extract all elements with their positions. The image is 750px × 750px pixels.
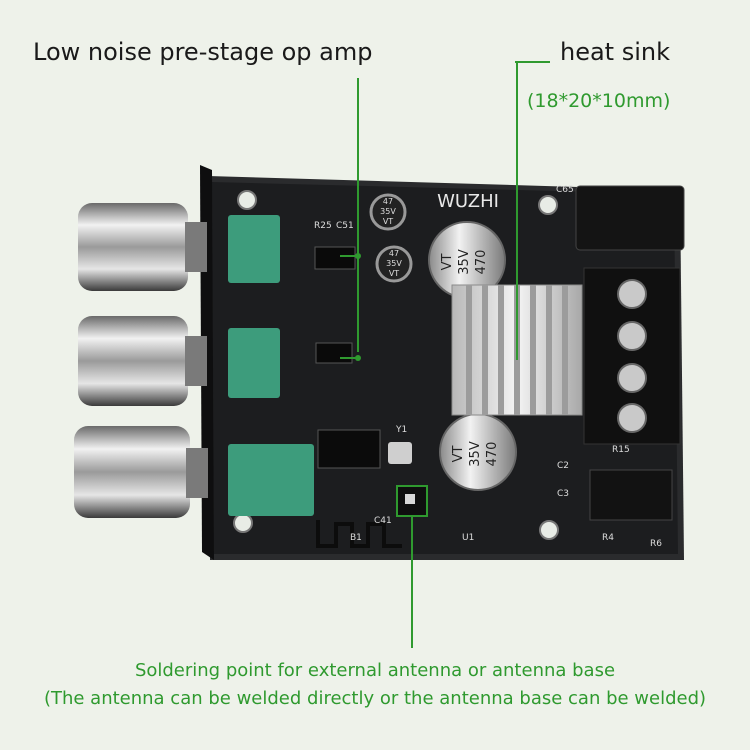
- ref-label: U1: [462, 533, 474, 543]
- svg-text:35V: 35V: [457, 249, 472, 275]
- volume-knob: [78, 203, 207, 291]
- solder-point-annotation: Soldering point for external antenna or …: [134, 660, 616, 681]
- ref-label: C51: [336, 221, 354, 231]
- annotation-leader-lines: [340, 61, 550, 648]
- op-amp-chip: [315, 342, 353, 364]
- ref-label: C41: [374, 516, 392, 526]
- brand-logo: WUZHI: [437, 191, 499, 212]
- solder-point-note: (The antenna can be welded directly or t…: [43, 688, 707, 709]
- heat-sink-annotation: heat sink: [560, 38, 671, 66]
- svg-text:VT: VT: [451, 446, 466, 463]
- bass-knob: [74, 426, 208, 518]
- op-amp-chip: [314, 246, 356, 270]
- dc-power-jack: [575, 185, 685, 251]
- heat-sink-size-annotation: (18*20*10mm): [527, 90, 671, 112]
- ref-label: R6: [650, 539, 662, 549]
- potentiometer: [228, 215, 280, 283]
- svg-text:35V: 35V: [386, 259, 402, 268]
- svg-text:VT: VT: [440, 254, 455, 271]
- ref-label: C65: [556, 185, 574, 195]
- ref-label: C3: [557, 489, 569, 499]
- ref-label: C2: [557, 461, 569, 471]
- pcb-antenna-trace: [316, 520, 402, 548]
- capacitor-large: 470 35V VT: [439, 413, 517, 491]
- crystal-oscillator: [388, 442, 412, 464]
- treble-knob: [78, 316, 207, 406]
- svg-text:47: 47: [383, 197, 393, 206]
- ref-label: R4: [602, 533, 614, 543]
- bluetooth-chip: [317, 429, 381, 469]
- ref-label: R25: [314, 221, 332, 231]
- svg-text:35V: 35V: [468, 441, 483, 467]
- svg-text:35V: 35V: [380, 207, 396, 216]
- svg-text:470: 470: [474, 250, 489, 275]
- audio-input-jack: [589, 469, 673, 521]
- svg-text:VT: VT: [383, 217, 393, 226]
- ref-label: B1: [350, 533, 362, 543]
- terminal-block: [583, 267, 681, 445]
- capacitor-large: 470 35V VT: [428, 221, 506, 299]
- capacitor-small: 47 35V VT: [375, 245, 413, 283]
- svg-text:VT: VT: [389, 269, 399, 278]
- capacitor-small: 47 35V VT: [369, 193, 407, 231]
- potentiometer: [228, 328, 280, 398]
- potentiometer: [228, 444, 314, 516]
- svg-text:470: 470: [485, 442, 500, 467]
- opamp-annotation: Low noise pre-stage op amp: [33, 38, 373, 66]
- ref-label: R15: [612, 445, 630, 455]
- svg-text:47: 47: [389, 249, 399, 258]
- ref-label: Y1: [395, 425, 407, 435]
